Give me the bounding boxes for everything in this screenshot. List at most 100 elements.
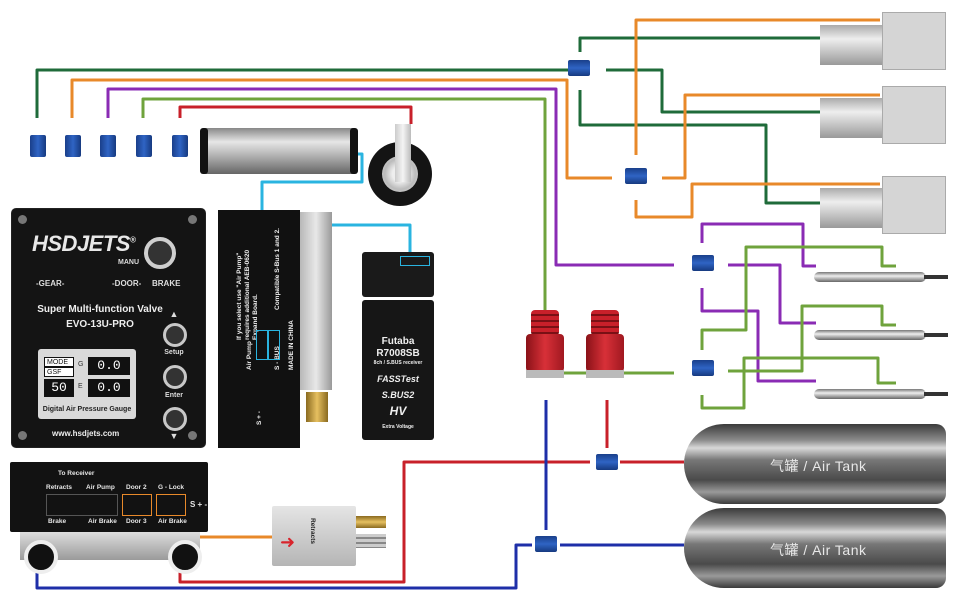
- manifold-port: [24, 540, 58, 574]
- air-tank-1: 气罐 / Air Tank: [684, 424, 946, 504]
- wheel-strut: [395, 124, 411, 182]
- multi-function-valve: HSDJETS® MANU -GEAR- -DOOR- BRAKE Super …: [12, 209, 205, 447]
- inline-fitting-gear-up: [30, 135, 46, 157]
- door-cylinder-rod: [924, 392, 948, 396]
- fill-valve-1: [526, 310, 564, 382]
- retract-valve: ➜ Retracts: [272, 506, 356, 566]
- door-cylinder-rod: [924, 275, 948, 279]
- screw: [188, 215, 197, 224]
- line-gear-down-a: [634, 18, 880, 155]
- gear-retract-2: [882, 86, 946, 144]
- tee-fitting-brake: [596, 454, 618, 470]
- setup-label: Setup: [164, 349, 184, 356]
- tee-fitting-fill: [535, 536, 557, 552]
- display-caption: Digital Air Pressure Gauge: [42, 406, 132, 413]
- receiver-ports[interactable]: [46, 494, 118, 516]
- air-tank-label: 气罐 / Air Tank: [770, 542, 867, 558]
- receiver-subtitle: 8ch / S.BUS receiver: [373, 360, 423, 366]
- line-gear-up-a: [578, 36, 820, 52]
- brand-logo: HSDJETS®: [32, 231, 136, 256]
- fill-valve-thread: [531, 310, 559, 336]
- port-label-door-3: Door 3: [126, 518, 147, 525]
- g-lock-ports[interactable]: [156, 494, 186, 516]
- retract-valve-label: Retracts: [309, 518, 316, 545]
- air-pump-port[interactable]: [256, 330, 268, 360]
- enter-label: Enter: [165, 392, 183, 399]
- air-pump-port-label: Air Pump: [246, 341, 253, 370]
- sbus-port[interactable]: [268, 330, 280, 360]
- inline-fitting-door-open: [100, 135, 116, 157]
- air-pump-note: If you select use "Air Pump" requires ad…: [236, 249, 259, 340]
- inline-fitting-gear-down: [65, 135, 81, 157]
- expand-board: If you select use "Air Pump" requires ad…: [218, 210, 300, 448]
- line-door-open-c: [700, 288, 816, 383]
- gear-cylinder-2: [820, 98, 894, 138]
- cross-fitting-door-close: [692, 360, 714, 376]
- port-label-brake: Brake: [48, 518, 67, 525]
- gear-retract-1: [882, 12, 946, 70]
- cross-fitting-door-open: [692, 255, 714, 271]
- fill-valve-ring: [586, 370, 624, 378]
- screw: [18, 431, 27, 440]
- brass-fitting: [306, 392, 328, 422]
- enter-button[interactable]: [163, 365, 187, 389]
- line-door-close-b: [700, 245, 896, 350]
- receiver-model: R7008SB: [376, 348, 420, 359]
- hv-logo: HV: [389, 404, 407, 418]
- sbus-note: Compatible S-Bus 1 and 2.: [274, 228, 281, 310]
- line-gear-up: [35, 68, 578, 118]
- brass-port: [356, 516, 386, 528]
- gear-cylinder-1: [820, 25, 894, 65]
- gear-cylinder-3: [820, 188, 894, 228]
- down-arrow-icon: ▼: [169, 431, 179, 441]
- door-ports[interactable]: [122, 494, 152, 516]
- door-cylinder-rod: [924, 333, 948, 337]
- receiver-brand: Futaba: [381, 336, 415, 347]
- door-sequencer-controller: To Receiver Retracts Air Pump Door 2 G -…: [10, 462, 208, 532]
- inline-fitting-door-close: [136, 135, 152, 157]
- port-label-air-pump: Air Pump: [86, 484, 115, 491]
- air-tank-2: 气罐 / Air Tank: [684, 508, 946, 588]
- down-button[interactable]: [163, 407, 187, 431]
- port-label-air-brake: Air Brake: [88, 518, 117, 525]
- tube-cap: [350, 128, 358, 174]
- pressure-left-value: 50: [44, 379, 74, 397]
- sbus2-logo: S.BUS2: [381, 390, 415, 400]
- line-gear-up-c: [578, 90, 820, 205]
- pin-legend: S + -: [190, 500, 208, 509]
- led-label-brake: BRAKE: [152, 279, 181, 288]
- line-gear-up-b: [606, 68, 820, 114]
- retract-valve-port: [356, 534, 386, 548]
- website-url: www.hsdjets.com: [52, 429, 120, 438]
- inline-fitting-brake: [172, 135, 188, 157]
- line-door-close-c: [728, 304, 896, 373]
- door-cylinder-1: [814, 272, 926, 282]
- sbus-connector[interactable]: [400, 256, 430, 266]
- setup-button[interactable]: [163, 323, 187, 347]
- air-cylinder-tube: [200, 128, 358, 174]
- fill-valve-thread: [591, 310, 619, 336]
- tube-cap: [200, 128, 208, 174]
- e-pressure-value: 0.0: [88, 379, 130, 397]
- air-tank-label: 气罐 / Air Tank: [770, 458, 867, 474]
- line-gear-down: [70, 78, 612, 180]
- manu-label: MANU: [118, 259, 139, 266]
- pressure-display: MODE 1 GSF 50 G 0.0 E 0.0 Digital Air Pr…: [38, 349, 136, 419]
- screw: [188, 431, 197, 440]
- valve-title: Super Multi-function Valve: [37, 304, 163, 315]
- to-receiver-label: To Receiver: [58, 470, 95, 477]
- line-door-open: [106, 87, 674, 267]
- line-door-open-a: [700, 222, 816, 268]
- port-label-retracts: Retracts: [46, 484, 73, 491]
- receiver-connector-side: [362, 252, 434, 297]
- line-brake: [178, 105, 413, 124]
- port-label-air-brake-2: Air Brake: [158, 518, 187, 525]
- valve-model: EVO-13U-PRO: [66, 319, 134, 330]
- mode-cell: MODE 1: [44, 357, 74, 375]
- line-door-close-d: [700, 356, 896, 410]
- port-label-g-lock: G - Lock: [158, 484, 185, 491]
- manu-button[interactable]: [144, 237, 176, 269]
- extra-voltage-label: Extra Voltage: [382, 424, 414, 430]
- expand-board-heatsink: [300, 212, 332, 390]
